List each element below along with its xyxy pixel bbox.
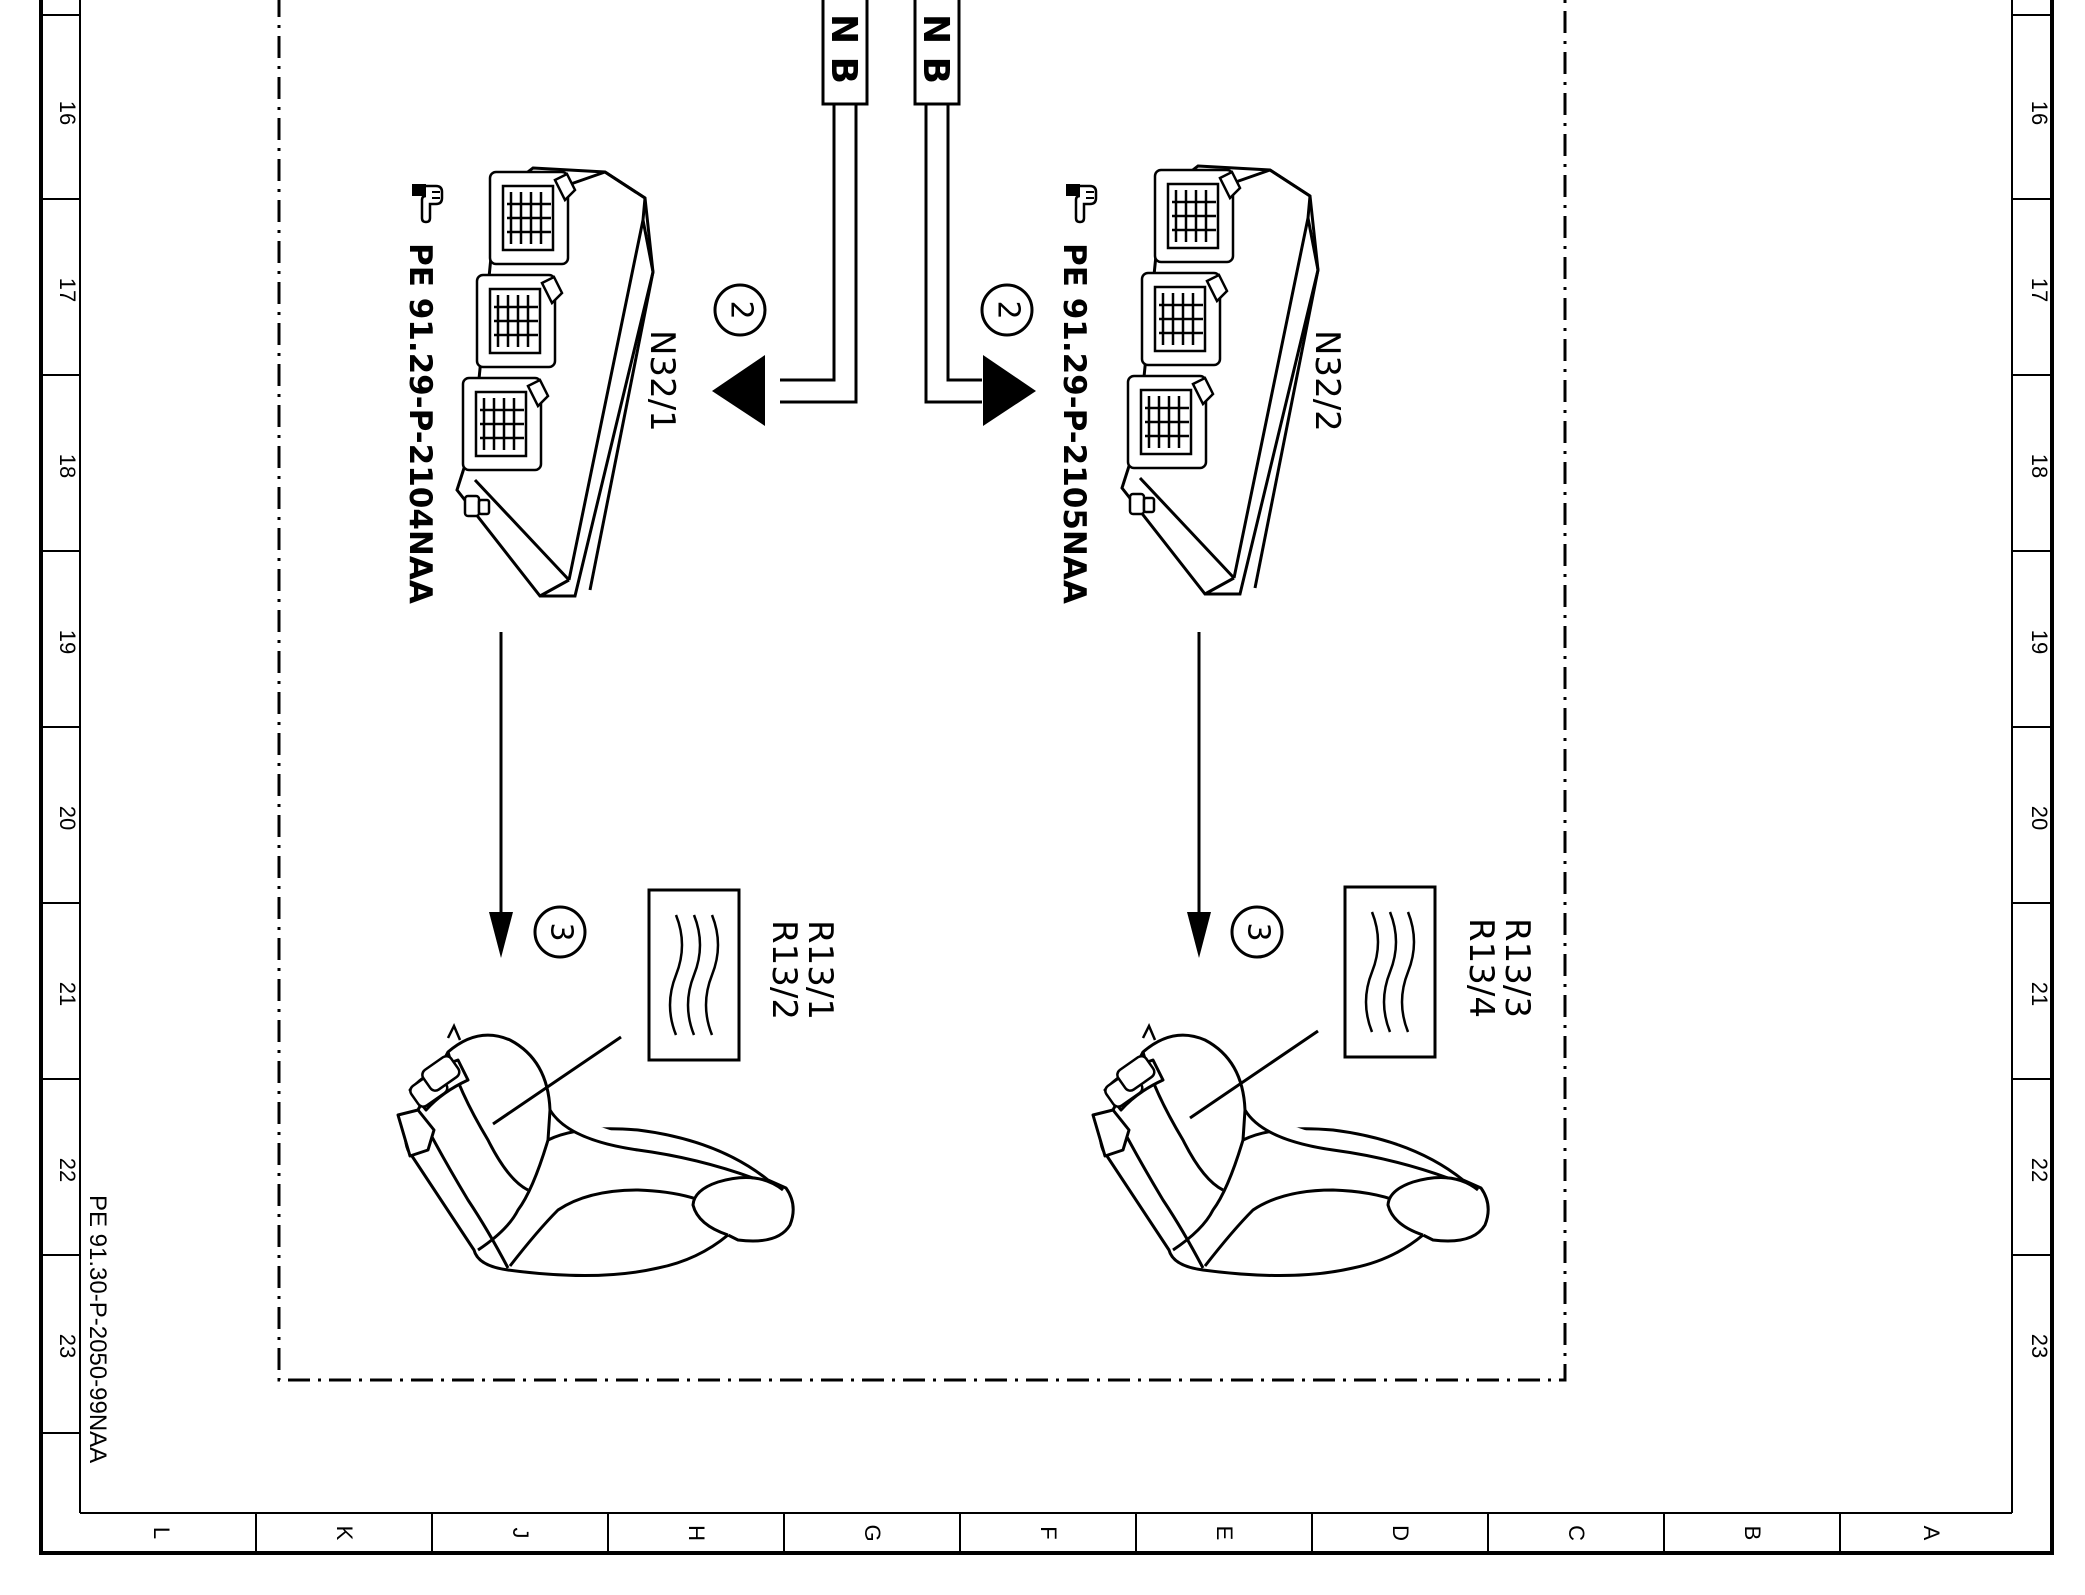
column-letter: A bbox=[1919, 1526, 1944, 1541]
doc-reference: PE 91.29-P-2104NAA bbox=[402, 243, 438, 604]
row-number-left: 18 bbox=[55, 454, 80, 478]
column-letter: D bbox=[1388, 1525, 1413, 1541]
module-boundary bbox=[277, 0, 1567, 1382]
arrow-head bbox=[712, 355, 765, 426]
heater-id: R13/2 bbox=[764, 920, 804, 1020]
bus-label: N B bbox=[823, 14, 864, 84]
bus-cable-right: N B bbox=[913, 0, 1036, 426]
heater-leader-line bbox=[1189, 1029, 1319, 1120]
row-number-left: 19 bbox=[55, 630, 80, 654]
row-number-left: 16 bbox=[55, 101, 80, 125]
connector-socket bbox=[1126, 374, 1215, 470]
heater-id: R13/3 bbox=[1497, 918, 1537, 1018]
row-marker-17: 17 17 bbox=[41, 198, 2052, 302]
row-number-right: 22 bbox=[2027, 1158, 2052, 1182]
heater-leader-line bbox=[492, 1035, 622, 1126]
column-letter: H bbox=[684, 1525, 709, 1541]
callout-step-3-right: 3 bbox=[1230, 905, 1284, 959]
column-letter: F bbox=[1036, 1526, 1061, 1539]
wavy-heat-lines-icon bbox=[647, 888, 741, 1062]
component-id: N32/2 bbox=[1307, 330, 1347, 432]
signal-arrow-left bbox=[489, 632, 513, 958]
column-letter: B bbox=[1740, 1526, 1765, 1541]
row-number-left: 23 bbox=[55, 1334, 80, 1358]
connector-socket bbox=[1140, 271, 1229, 367]
control-module-n32-2 bbox=[1120, 164, 1320, 596]
control-module-n32-1 bbox=[455, 166, 655, 598]
svg-text:2: 2 bbox=[991, 300, 1026, 319]
row-marker-21: 21 21 bbox=[41, 902, 2052, 1006]
svg-text:2: 2 bbox=[724, 300, 759, 319]
column-letter: J bbox=[508, 1528, 533, 1539]
callout-step-2-left: 2 bbox=[713, 283, 767, 337]
row-number-right: 17 bbox=[2027, 278, 2052, 302]
column-letter: L bbox=[149, 1527, 174, 1539]
row-number-left: 20 bbox=[55, 806, 80, 830]
row-marker-19: 19 19 bbox=[41, 550, 2052, 654]
document-id: PE 91.30-P-2050-99NAA bbox=[84, 1195, 111, 1463]
row-number-right: 20 bbox=[2027, 806, 2052, 830]
callout-step-2-right: 2 bbox=[980, 283, 1034, 337]
connector-socket bbox=[461, 376, 550, 472]
component-id: N32/1 bbox=[642, 330, 682, 432]
column-letter: G bbox=[860, 1524, 885, 1541]
connector-socket bbox=[475, 273, 564, 369]
row-number-right: 19 bbox=[2027, 630, 2052, 654]
row-marker-22: 22 22 bbox=[41, 1078, 2052, 1182]
row-number-left: 17 bbox=[55, 278, 80, 302]
wavy-heat-lines-icon bbox=[1343, 885, 1437, 1059]
vehicle-seat-icon bbox=[1091, 1023, 1490, 1278]
column-markers: L K J H G F E D C B A bbox=[149, 1513, 1944, 1553]
row-number-right: 23 bbox=[2027, 1334, 2052, 1358]
row-number-left: 22 bbox=[55, 1158, 80, 1182]
pointing-hand-icon bbox=[412, 184, 444, 224]
arrow-head bbox=[983, 355, 1036, 426]
svg-text:3: 3 bbox=[544, 922, 579, 941]
vehicle-seat-icon bbox=[396, 1023, 795, 1278]
column-letter: C bbox=[1564, 1525, 1589, 1541]
signal-arrow-right bbox=[1187, 632, 1211, 958]
heater-id: R13/1 bbox=[800, 920, 840, 1020]
pointing-hand-icon bbox=[1066, 184, 1098, 224]
connector-socket bbox=[488, 170, 577, 266]
column-letter: E bbox=[1212, 1526, 1237, 1541]
heater-id: R13/4 bbox=[1461, 918, 1501, 1018]
row-marker-18: 18 18 bbox=[41, 374, 2052, 478]
row-marker-23: 23 23 bbox=[41, 1254, 2052, 1358]
callout-step-3-left: 3 bbox=[533, 905, 587, 959]
row-number-left: 21 bbox=[55, 982, 80, 1006]
outer-frame bbox=[39, 0, 2054, 1555]
row-number-right: 18 bbox=[2027, 454, 2052, 478]
row-number-right: 16 bbox=[2027, 101, 2052, 125]
connector-socket bbox=[1153, 168, 1242, 264]
doc-reference: PE 91.29-P-2105NAA bbox=[1056, 243, 1092, 604]
row-marker-20: 20 20 bbox=[41, 726, 2052, 830]
row-number-right: 21 bbox=[2027, 982, 2052, 1006]
svg-text:3: 3 bbox=[1241, 922, 1276, 941]
row-marker-16: 16 16 bbox=[41, 14, 2052, 125]
bus-label: N B bbox=[915, 14, 956, 84]
column-letter: K bbox=[332, 1526, 357, 1541]
bus-cable-left: N B bbox=[712, 0, 869, 426]
